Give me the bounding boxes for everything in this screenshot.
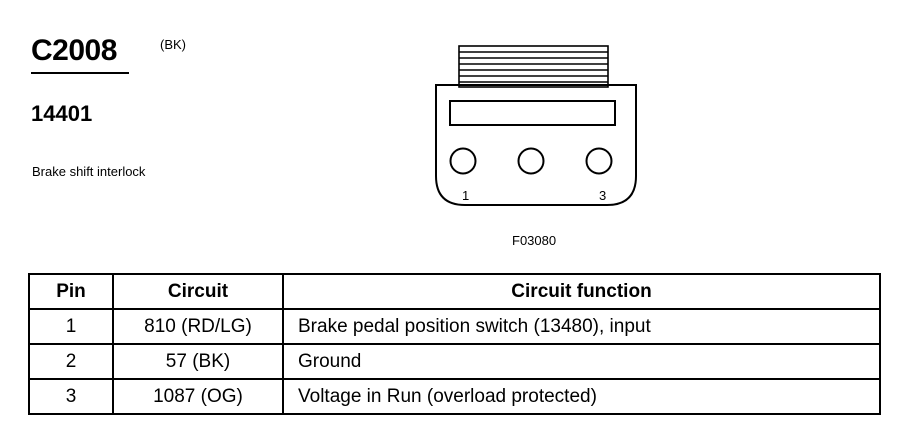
pin-cell: 3: [28, 378, 114, 415]
circuit-function-cell: Voltage in Run (overload protected): [282, 378, 881, 415]
header-pin: Pin: [28, 273, 114, 310]
pin-table: Pin Circuit Circuit function 1 810 (RD/L…: [28, 273, 881, 415]
part-number: 14401: [31, 101, 93, 126]
table-row: 3 1087 (OG) Voltage in Run (overload pro…: [28, 378, 881, 415]
pin-cell: 2: [28, 343, 114, 380]
circuit-cell: 810 (RD/LG): [112, 308, 284, 345]
connector-latch-ribs: [458, 45, 609, 88]
figure-id: F03080: [512, 233, 557, 248]
pin-1-label: 1: [462, 188, 469, 203]
pin-1-terminal: [449, 147, 477, 175]
pin-table-header-row: Pin Circuit Circuit function: [28, 273, 881, 310]
pin-3-label: 3: [599, 188, 606, 203]
pin-2-terminal: [517, 147, 545, 175]
connector-body-outline: [435, 84, 637, 206]
header-circuit-function: Circuit function: [282, 273, 881, 310]
circuit-cell: 1087 (OG): [112, 378, 284, 415]
header-circuit: Circuit: [112, 273, 284, 310]
pin-cell: 1: [28, 308, 114, 345]
connector-id-underline: [31, 72, 129, 74]
circuit-cell: 57 (BK): [112, 343, 284, 380]
circuit-function-cell: Ground: [282, 343, 881, 380]
table-row: 2 57 (BK) Ground: [28, 343, 881, 380]
connector-id: C2008: [31, 34, 117, 67]
pin-3-terminal: [585, 147, 613, 175]
table-row: 1 810 (RD/LG) Brake pedal position switc…: [28, 308, 881, 345]
connector-color: (BK): [160, 37, 186, 52]
connector-keyway-slot: [449, 100, 616, 126]
circuit-function-cell: Brake pedal position switch (13480), inp…: [282, 308, 881, 345]
connector-description: Brake shift interlock: [32, 164, 146, 179]
